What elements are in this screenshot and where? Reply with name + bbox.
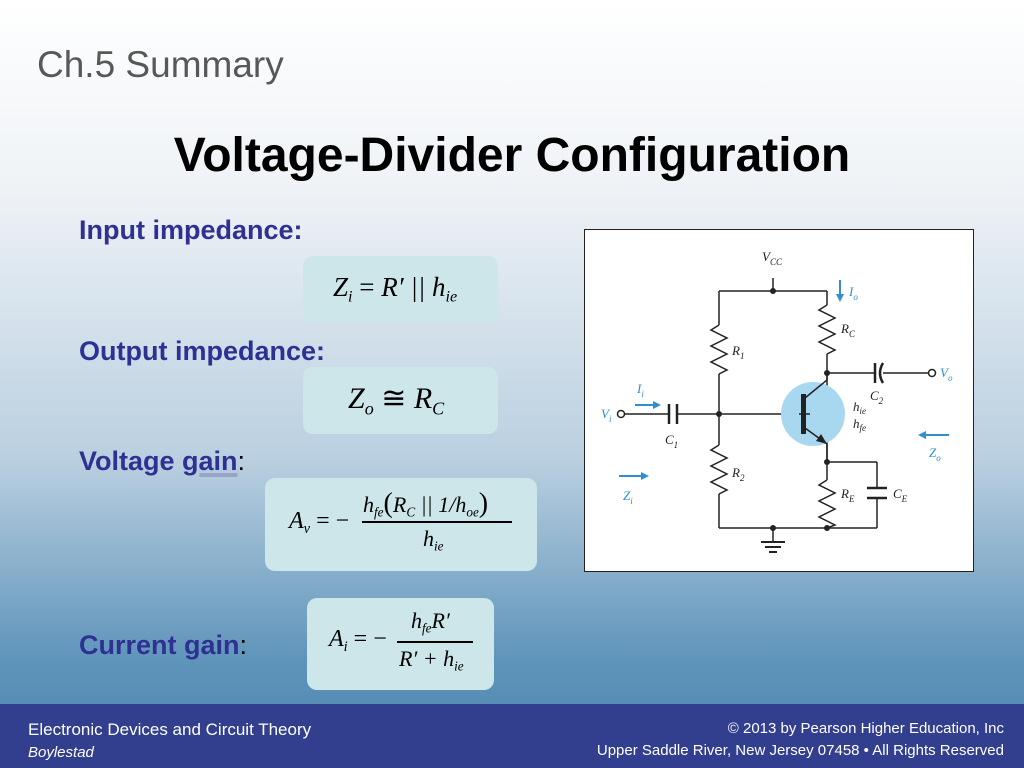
transistor-highlight [781,382,845,446]
r1-label: R1 [731,343,744,361]
zo-formula: Zo ≅ RC [348,382,445,419]
circuit-diagram: VCC R1 R2 RC RE C1 C2 CE hie hfe Io Ii V… [584,229,974,572]
c2-label: C2 [870,388,884,406]
zi-arrow-label: Zi [623,488,633,506]
av-fraction-bar [362,521,512,523]
voltage-divider-circuit: VCC R1 R2 RC RE C1 C2 CE hie hfe Io Ii V… [601,249,953,553]
ce-label: CE [893,486,908,504]
slide-title: Voltage-Divider Configuration [173,129,851,182]
rc-label: RC [840,321,856,339]
ai-denominator: R′ + hie [399,646,464,674]
voltage-gain-label: Voltage gain: [79,446,246,476]
r2-label: R2 [731,465,745,483]
zi-formula: Zi = R′ || hie [333,272,458,306]
ai-numerator: hfeR′ [411,608,450,636]
re-label: RE [840,486,855,504]
zo-arrow-label: Zo [929,445,941,463]
ai-lhs: Ai = − [329,626,387,656]
vcc-label: VCC [762,249,783,267]
ii-label: Ii [636,381,644,399]
vi-label: Vi [601,406,612,424]
footer-bar: Electronic Devices and Circuit Theory Bo… [0,704,1024,768]
ai-fraction-bar [397,641,473,643]
ai-formula-box: Ai = − hfeR′ R′ + hie [307,598,494,690]
output-impedance-label: Output impedance: [79,336,326,366]
av-denominator: hie [423,526,444,554]
av-numerator: hfe(RC || 1/hoe) [363,488,489,520]
input-impedance-label: Input impedance: [79,215,303,245]
av-formula-box: Av = − hfe(RC || 1/hoe) hie [265,478,537,571]
av-lhs: Av = − [289,508,350,538]
copyright-text: © 2013 by Pearson Higher Education, Inc [727,720,1004,737]
current-gain-label: Current gain: [79,630,248,660]
chapter-heading: Ch.5 Summary [37,44,284,85]
address-text: Upper Saddle River, New Jersey 07458 • A… [596,742,1004,759]
c1-label: C1 [665,432,678,450]
vo-label: Vo [940,365,953,383]
hfe-label: hfe [853,416,866,433]
io-label: Io [848,284,858,302]
hie-label: hie [853,399,866,416]
book-title: Electronic Devices and Circuit Theory [28,720,312,739]
zi-formula-box: Zi = R′ || hie [303,256,498,323]
book-author: Boylestad [28,744,94,761]
zo-formula-box: Zo ≅ RC [303,367,498,434]
